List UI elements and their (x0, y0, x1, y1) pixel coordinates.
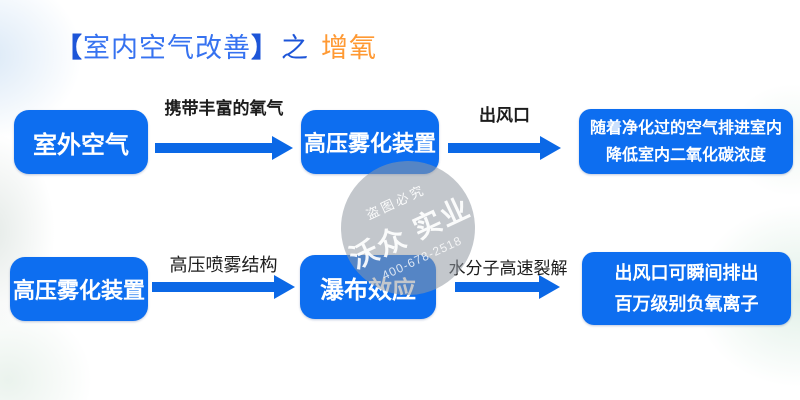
arrow-right-icon (448, 136, 561, 160)
arrow-shaft (155, 143, 272, 153)
node-result-co2-line1: 随着净化过的空气排进室内 (589, 119, 782, 137)
arrow-right-icon (455, 275, 560, 299)
arrow-head (539, 275, 560, 299)
arrow-right-icon (152, 275, 295, 299)
title-highlight: 增氧 (321, 33, 377, 63)
arrow-head (274, 275, 295, 299)
arrow-shaft (152, 282, 274, 292)
node-outdoor-air-label: 室外空气 (33, 131, 129, 159)
node-outdoor-air: 室外空气 (14, 110, 148, 174)
node-result-co2-line2: 降低室内二氧化碳浓度 (605, 146, 766, 164)
title-bracket-open: 【 (55, 33, 83, 63)
arrow-shaft (448, 143, 540, 153)
node-result-anions: 出风口可瞬间排出 百万级别负氧离子 (582, 252, 791, 325)
node-result-anions-line2: 百万级别负氧离子 (614, 293, 759, 314)
title-suffix: 之 (281, 33, 309, 63)
node-atomizer-top: 高压雾化装置 (301, 110, 439, 174)
arrow-head (540, 136, 561, 160)
node-atomizer-bottom-label: 高压雾化装置 (12, 278, 145, 303)
arrow-head (272, 136, 293, 160)
node-waterfall-effect: 瀑布效应 (300, 255, 436, 319)
arrow-right-icon (155, 136, 293, 160)
arrow-label-air-outlet: 出风口 (479, 106, 530, 125)
watermark-notice: 盗图必究 (363, 181, 428, 223)
node-result-co2: 随着净化过的空气排进室内 降低室内二氧化碳浓度 (579, 109, 793, 174)
node-waterfall-effect-label: 瀑布效应 (320, 276, 416, 304)
arrow-label-oxygen-rich: 携带丰富的氧气 (164, 99, 284, 118)
node-atomizer-bottom: 高压雾化装置 (10, 257, 148, 321)
node-atomizer-top-label: 高压雾化装置 (303, 131, 436, 156)
title-text: 室内空气改善 (83, 33, 251, 63)
node-result-anions-line1: 出风口可瞬间排出 (614, 262, 759, 283)
title-bracket-close: 】 (251, 33, 279, 63)
page-title: 【室内空气改善】之增氧 (55, 26, 377, 65)
arrow-label-spray-structure: 高压喷雾结构 (169, 255, 278, 275)
arrow-shaft (455, 282, 539, 292)
